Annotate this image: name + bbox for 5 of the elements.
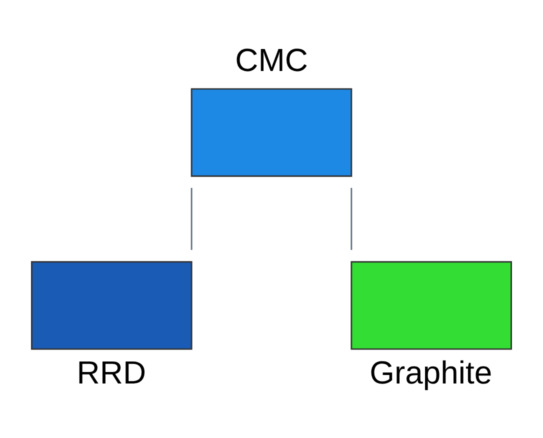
node-label: CMC — [235, 42, 308, 78]
connector — [350, 188, 352, 250]
connector — [190, 188, 192, 250]
node-label: RRD — [76, 354, 146, 390]
node-label: Graphite — [370, 354, 492, 390]
